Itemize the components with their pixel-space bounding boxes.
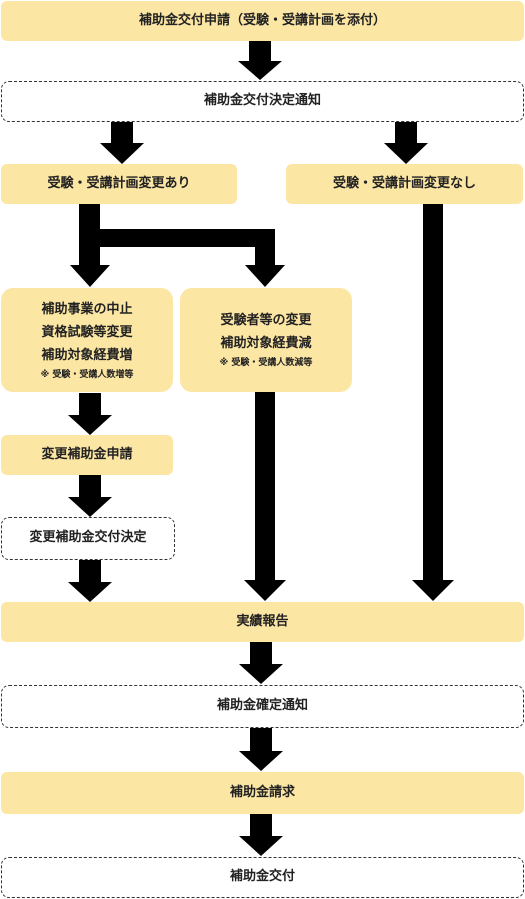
arrow-change-decision-to-report [68,560,112,602]
node-decision-notice: 補助金交付決定通知 [1,81,524,122]
node-plan-changed: 受験・受講計画変更あり [1,164,237,204]
arrow-increase-to-change-application [68,393,112,435]
arrow-decrease-to-report [244,391,286,601]
arrow-change-application-to-decision [68,475,112,517]
arrow-request-to-payment [239,814,283,856]
node-results-report: 実績報告 [1,602,524,642]
increase-line-2: 資格試験等変更 [41,324,133,340]
decrease-line-2: 補助対象経費減 [220,336,312,351]
arrow-plan-changed-to-increase [70,204,110,287]
arrow-plan-changed-to-decrease [100,229,285,287]
decrease-line-1: 受験者等の変更 [220,313,312,328]
arrow-decision-to-plan-unchanged [384,121,428,164]
arrow-report-to-confirmation [239,642,283,684]
arrow-confirmation-to-request [239,728,283,771]
node-plan-unchanged: 受験・受講計画変更なし [286,164,523,204]
arrow-decision-to-plan-changed [100,121,144,164]
node-confirmation-notice: 補助金確定通知 [1,685,524,728]
arrow-plan-unchanged-to-report [412,204,454,601]
increase-line-1: 補助事業の中止 [41,301,133,317]
node-application: 補助金交付申請（受験・受講計画を添付） [1,1,524,41]
increase-note: ※ 受験・受講人数増等 [40,369,134,380]
node-payment-request: 補助金請求 [1,772,524,814]
node-change-decision: 変更補助金交付決定 [1,517,175,560]
increase-line-3: 補助対象経費増 [41,347,133,363]
node-decrease-case: 受験者等の変更 補助対象経費減 ※ 受験・受講人数減等 [180,288,352,392]
node-payment: 補助金交付 [1,857,524,898]
node-increase-case: 補助事業の中止 資格試験等変更 補助対象経費増 ※ 受験・受講人数増等 [1,288,173,392]
arrow-application-to-decision [238,40,282,80]
node-change-application: 変更補助金申請 [1,435,173,475]
decrease-note: ※ 受験・受講人数減等 [219,358,313,368]
